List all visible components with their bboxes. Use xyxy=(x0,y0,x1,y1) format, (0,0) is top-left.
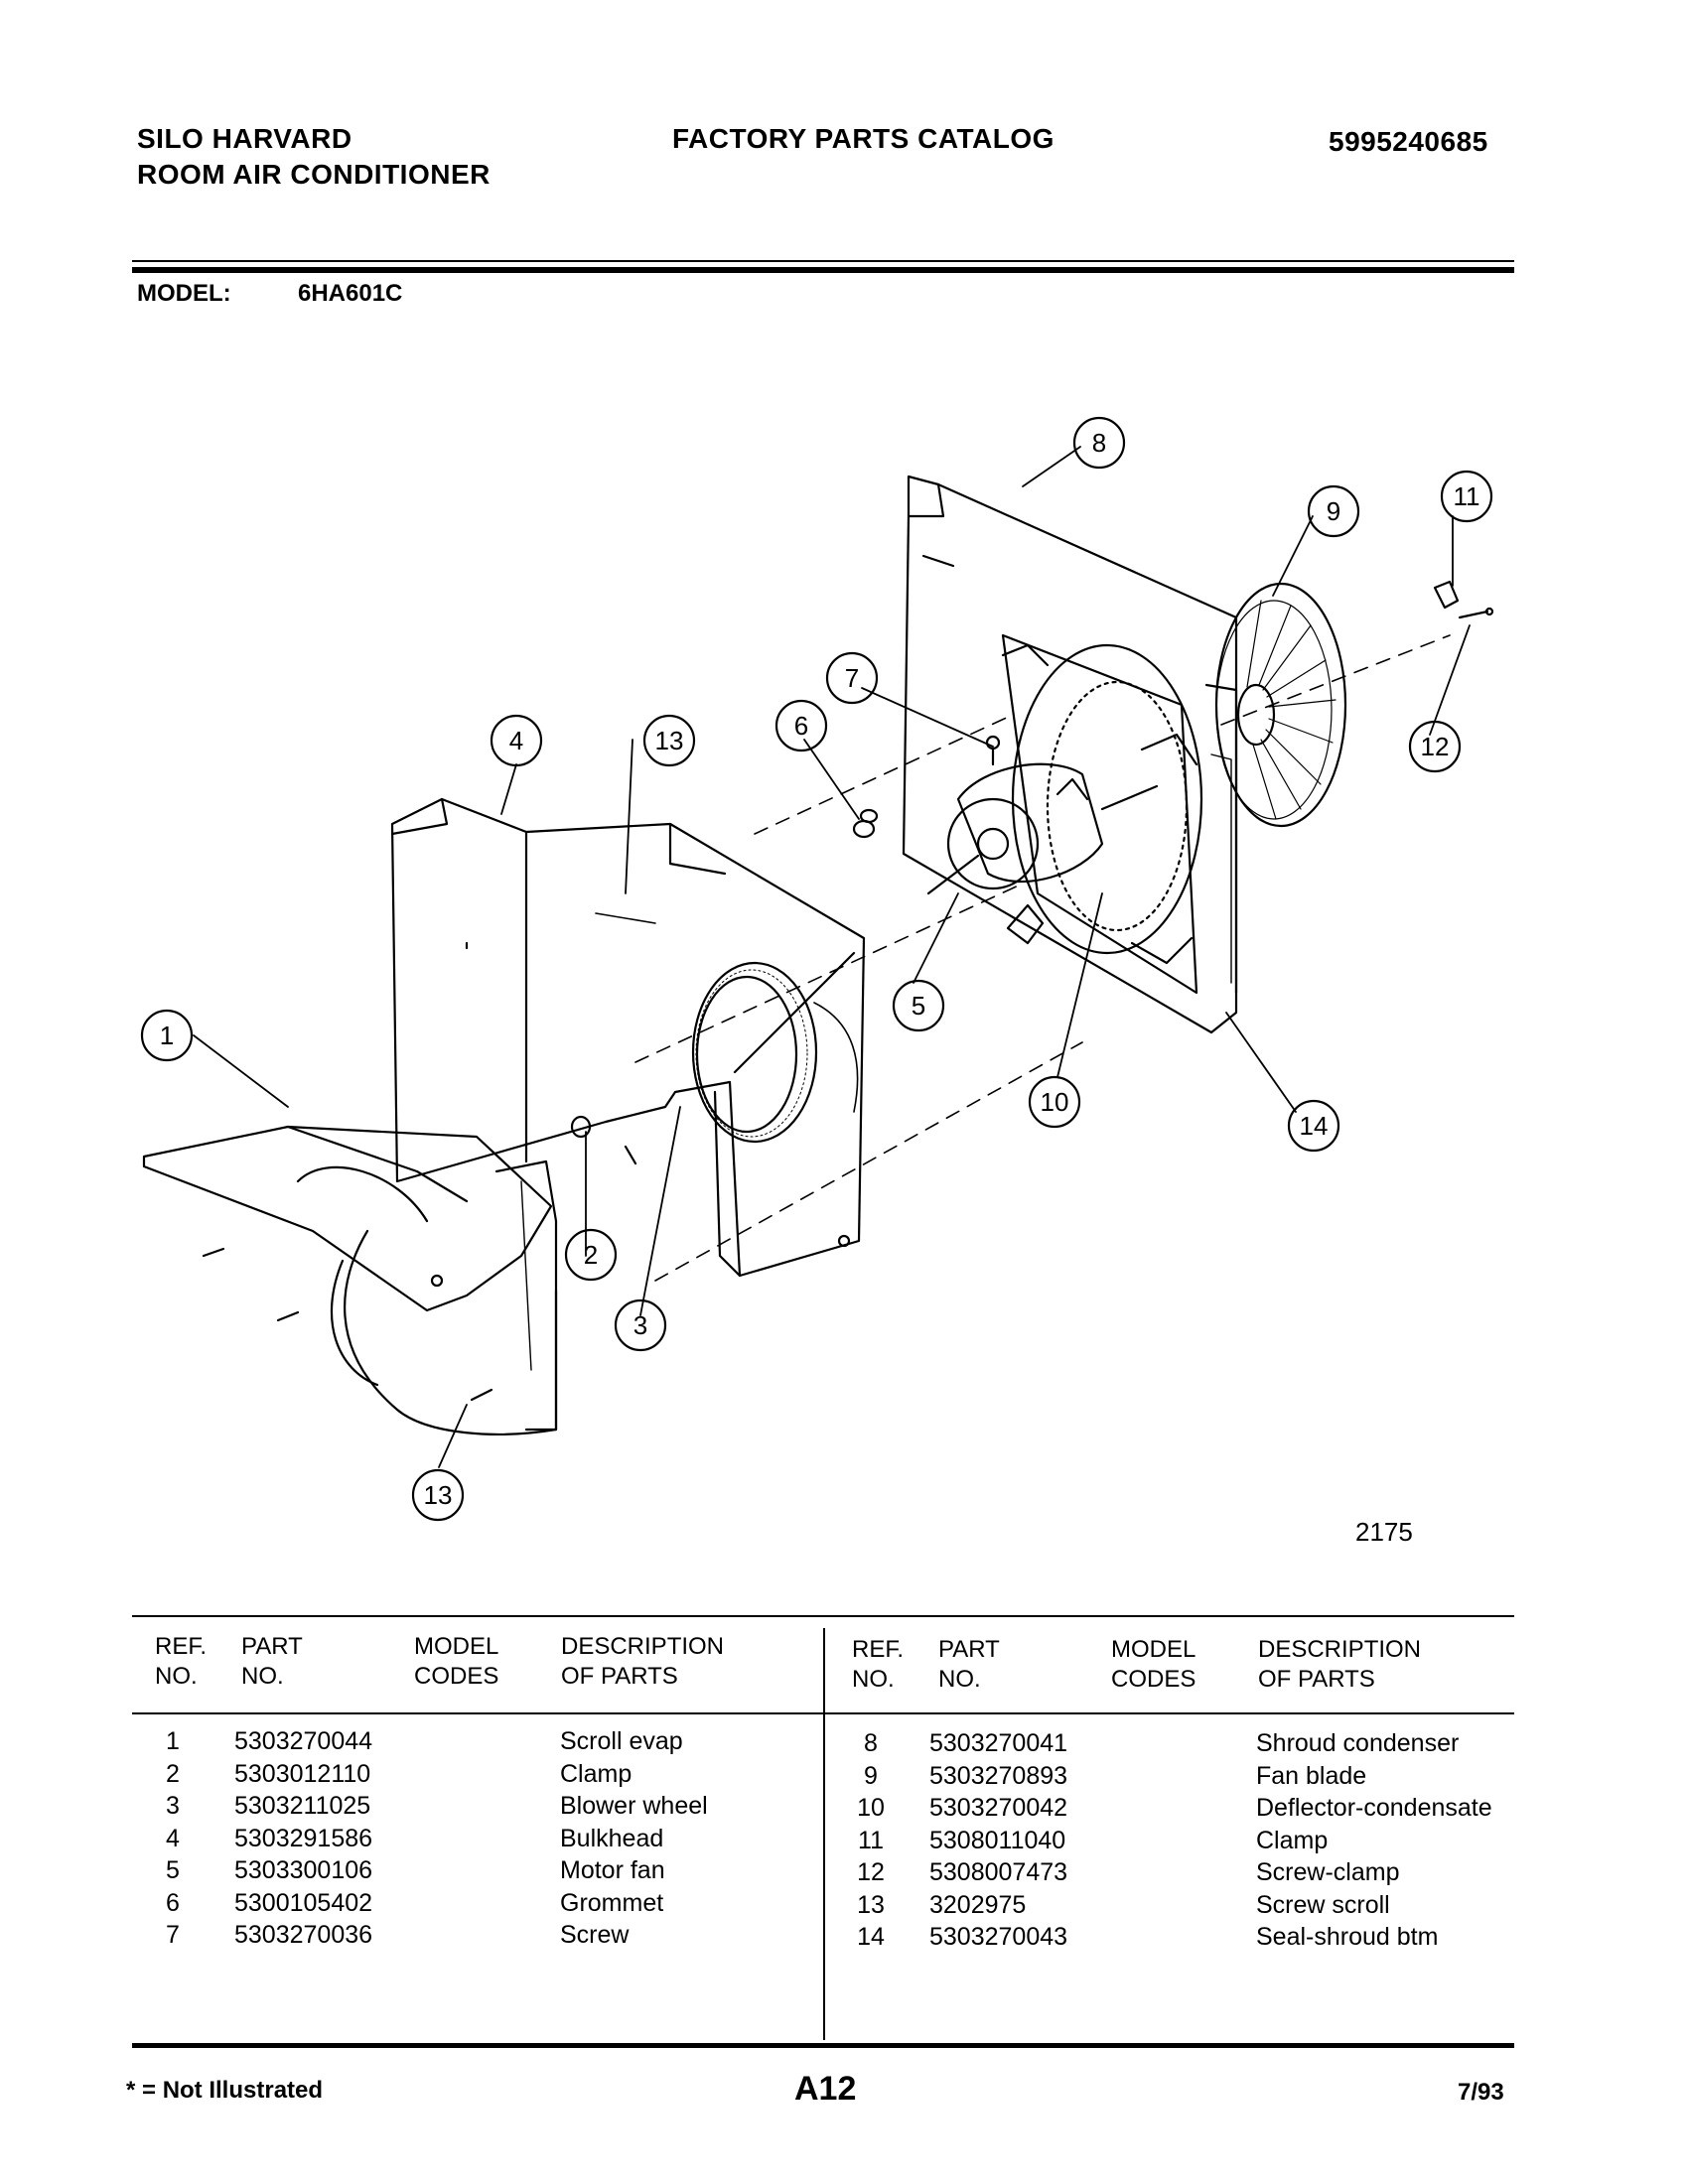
part-description: Seal-shroud btm xyxy=(1256,1923,1439,1951)
callout-12: 12 xyxy=(1421,732,1450,761)
ref-no: 1 xyxy=(166,1727,180,1755)
ref-no: 12 xyxy=(857,1858,885,1886)
part-description: Clamp xyxy=(560,1759,633,1788)
part-no: 5303270044 xyxy=(234,1727,373,1755)
brand-name: SILO HARVARD xyxy=(137,123,352,154)
part-description: Screw-clamp xyxy=(1256,1858,1400,1886)
not-illustrated-note: * = Not Illustrated xyxy=(126,2077,324,2104)
loose-screws xyxy=(202,1115,637,1402)
callout-3: 3 xyxy=(633,1310,647,1340)
callout-13-lower: 13 xyxy=(424,1480,453,1510)
model-label: MODEL: xyxy=(137,280,231,307)
callout-9: 9 xyxy=(1327,496,1340,526)
callout-2: 2 xyxy=(584,1240,598,1270)
table-center-divider xyxy=(823,1628,825,2040)
part-no: 5303270036 xyxy=(234,1921,373,1949)
screw-7-drawing xyxy=(985,735,1001,766)
part-no: 5303270042 xyxy=(929,1794,1068,1822)
ref-no: 6 xyxy=(166,1888,180,1917)
ref-no: 10 xyxy=(857,1794,885,1822)
ref-no: 9 xyxy=(864,1761,878,1790)
shroud-condenser-drawing xyxy=(902,475,1238,1034)
part-no: 3202975 xyxy=(929,1890,1027,1919)
assembly-axis-lines xyxy=(634,634,1451,1282)
ref-no: 2 xyxy=(166,1759,180,1788)
scroll-evap-drawing xyxy=(142,1125,558,1435)
grommet-drawing xyxy=(852,808,879,839)
callout-1: 1 xyxy=(160,1021,174,1050)
part-no: 5303012110 xyxy=(234,1759,371,1788)
clamp-11-drawing xyxy=(1433,580,1460,610)
part-description: Deflector-condensate xyxy=(1256,1794,1492,1822)
part-description: Clamp xyxy=(1256,1826,1329,1854)
leader-lines xyxy=(193,446,1471,1468)
callout-circles xyxy=(140,416,1493,1522)
part-description: Scroll evap xyxy=(560,1727,683,1755)
ref-no: 13 xyxy=(857,1890,885,1919)
part-no: 5303270893 xyxy=(929,1761,1068,1790)
part-no: 5303270041 xyxy=(929,1729,1068,1757)
product-name: ROOM AIR CONDITIONER xyxy=(137,159,491,190)
part-no: 5303211025 xyxy=(234,1792,371,1820)
ref-no: 5 xyxy=(166,1856,180,1884)
callout-8: 8 xyxy=(1092,428,1106,458)
part-description: Screw scroll xyxy=(1256,1890,1390,1919)
part-description: Motor fan xyxy=(560,1856,665,1884)
callout-4: 4 xyxy=(509,726,523,755)
part-no: 5303291586 xyxy=(234,1824,373,1852)
callout-7: 7 xyxy=(845,663,859,693)
fan-blade-drawing xyxy=(1214,582,1347,828)
ref-no: 4 xyxy=(166,1824,180,1852)
ref-no: 7 xyxy=(166,1921,180,1949)
page-number: A12 xyxy=(794,2070,857,2108)
catalog-title: FACTORY PARTS CATALOG xyxy=(672,123,1055,154)
part-no: 5308011040 xyxy=(929,1826,1066,1854)
callout-6: 6 xyxy=(794,711,808,741)
part-no: 5300105402 xyxy=(234,1888,373,1917)
exploded-parts-diagram: 1 2 3 4 5 6 7 8 9 10 11 12 13 13 14 xyxy=(140,416,1494,1522)
part-no: 5303300106 xyxy=(234,1856,373,1884)
part-no: 5308007473 xyxy=(929,1858,1068,1886)
motor-fan-drawing xyxy=(926,762,1159,945)
part-description: Screw xyxy=(560,1921,630,1949)
callout-5: 5 xyxy=(912,991,925,1021)
catalog-number: 5995240685 xyxy=(1329,126,1488,157)
header-ref-left: REF.NO. xyxy=(155,1633,208,1690)
revision-date: 7/93 xyxy=(1458,2079,1504,2106)
header-rule-thick xyxy=(132,267,1514,273)
callout-11: 11 xyxy=(1454,481,1480,511)
figure-number: 2175 xyxy=(1355,1517,1413,1547)
part-description: Blower wheel xyxy=(560,1792,708,1820)
part-no: 5303270043 xyxy=(929,1923,1068,1951)
model-value: 6HA601C xyxy=(298,280,403,307)
screw-clamp-12-drawing xyxy=(1458,607,1494,619)
part-description: Bulkhead xyxy=(560,1824,664,1852)
callout-14: 14 xyxy=(1300,1111,1329,1141)
bulkhead-drawing xyxy=(390,797,866,1278)
table-top-rule xyxy=(132,1615,1514,1617)
header-ref-right: REF.NO. xyxy=(852,1636,905,1693)
part-description: Grommet xyxy=(560,1888,664,1917)
table-bottom-rule xyxy=(132,2043,1514,2048)
callout-13-upper: 13 xyxy=(655,726,684,755)
part-description: Fan blade xyxy=(1256,1761,1367,1790)
ref-no: 8 xyxy=(864,1729,878,1757)
ref-no: 14 xyxy=(857,1923,885,1951)
header-rule-thin xyxy=(132,260,1514,262)
ref-no: 11 xyxy=(858,1826,884,1854)
part-description: Shroud condenser xyxy=(1256,1729,1460,1757)
ref-no: 3 xyxy=(166,1792,180,1820)
callout-10: 10 xyxy=(1041,1087,1069,1117)
